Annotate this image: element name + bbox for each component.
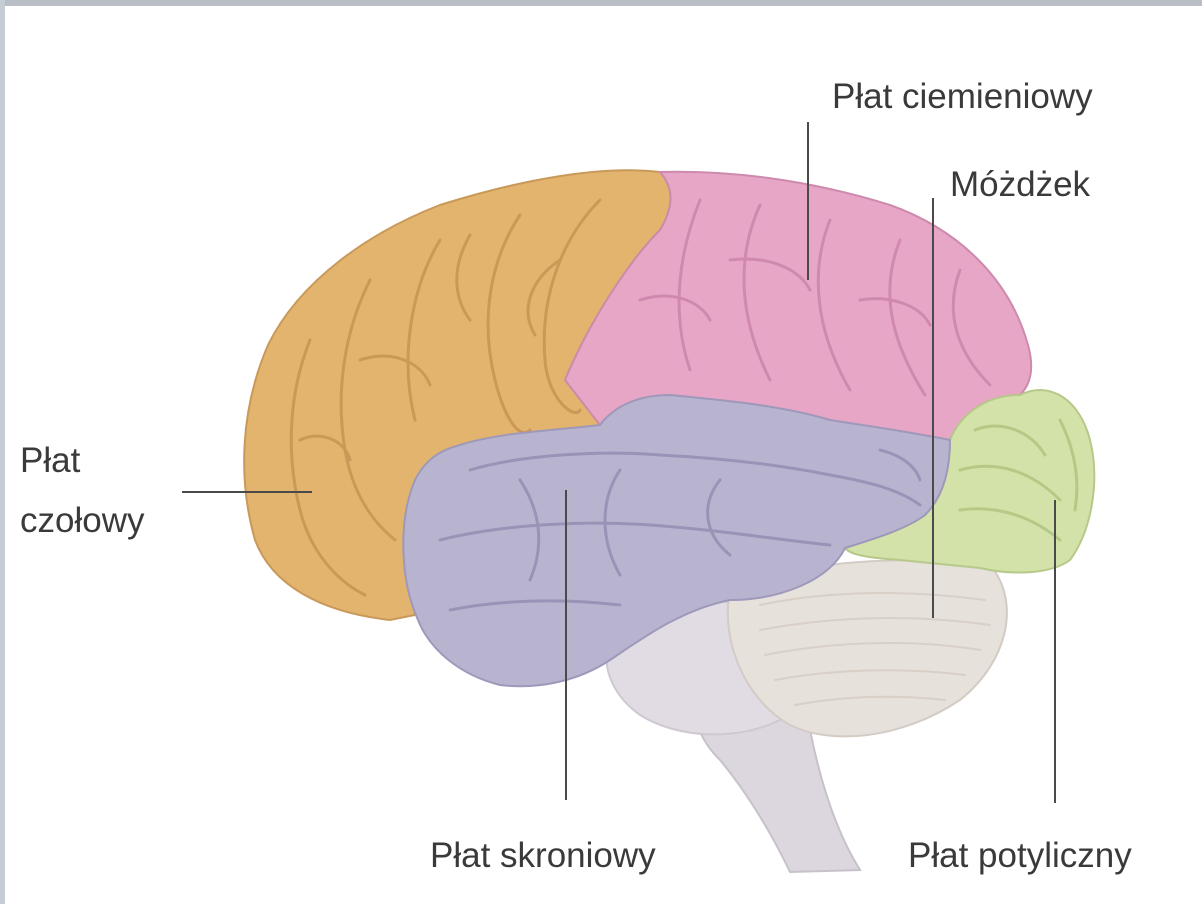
label-temporal-lobe: Płat skroniowy xyxy=(430,835,656,877)
label-occipital-lobe: Płat potyliczny xyxy=(908,835,1132,877)
label-parietal-lobe: Płat ciemieniowy xyxy=(832,76,1093,118)
label-frontal-lobe-line2: czołowy xyxy=(20,500,144,542)
label-cerebellum: Móżdżek xyxy=(950,164,1090,206)
label-frontal-lobe-line1: Płat xyxy=(20,440,80,482)
